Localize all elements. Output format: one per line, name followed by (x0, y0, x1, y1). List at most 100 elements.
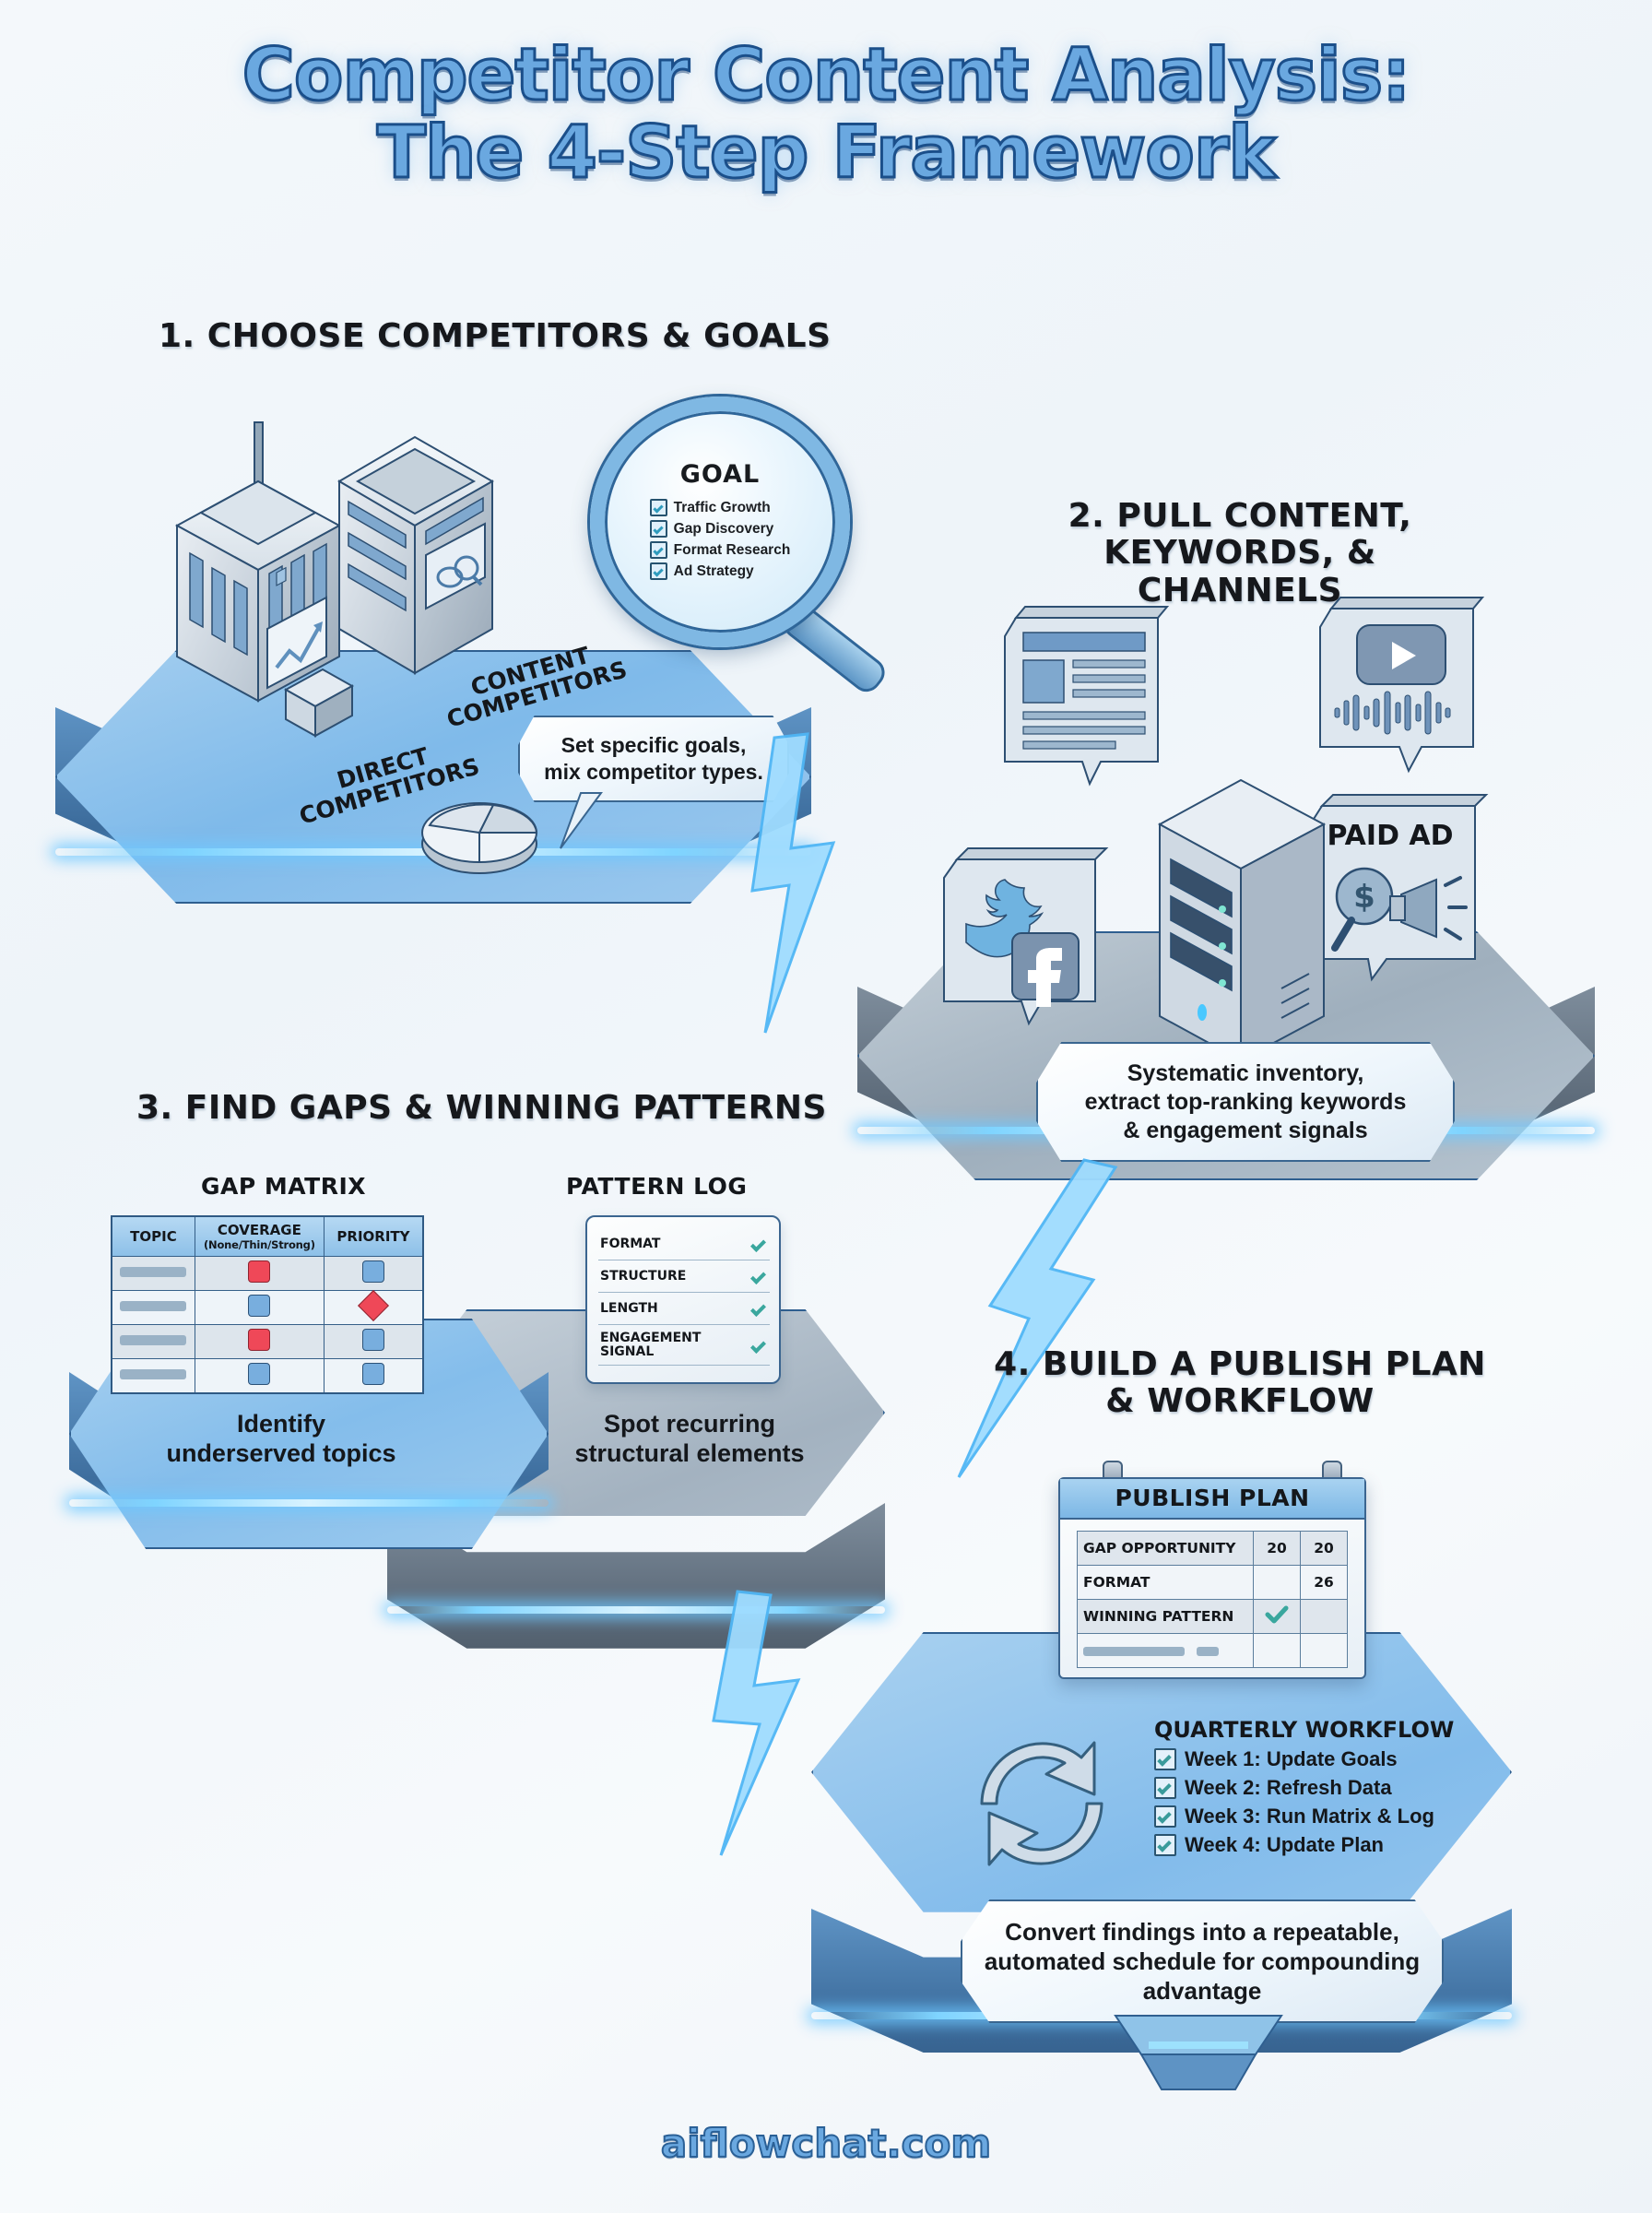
cell-topic (111, 1324, 195, 1359)
social-card-icon (943, 847, 1109, 1026)
cell-coverage (194, 1324, 324, 1359)
blue-square-icon (361, 1362, 384, 1385)
table-row: FORMAT 26 (1077, 1565, 1348, 1600)
col-header-coverage: COVERAGE (None/Thin/Strong) (194, 1215, 324, 1257)
step-3-caption-left: Identify underserved topics (166, 1410, 396, 1468)
placeholder-bar (1083, 1646, 1185, 1656)
placeholder-bar (1197, 1646, 1220, 1656)
publish-plan-title: PUBLISH PLAN (1060, 1479, 1364, 1520)
red-square-icon (248, 1328, 271, 1351)
table-row (111, 1289, 424, 1325)
blue-square-icon (248, 1362, 271, 1385)
check-icon (1154, 1834, 1176, 1856)
pattern-log-title: PATTERN LOG (566, 1173, 748, 1200)
table-row (111, 1256, 424, 1291)
cell-label: FORMAT (1077, 1565, 1254, 1600)
article-card-icon (1004, 606, 1170, 787)
check-icon (649, 541, 667, 559)
pattern-log-row: FORMAT (598, 1228, 770, 1260)
cell-priority (323, 1358, 424, 1394)
workflow-item: Week 3: Run Matrix & Log (1154, 1805, 1477, 1828)
table-row (111, 1358, 424, 1394)
cell-col2 (1300, 1599, 1348, 1634)
paid-ad-card-icon: PAID AD $ (1308, 794, 1489, 982)
step-2-heading-line-2: KEYWORDS, & CHANNELS (1103, 534, 1376, 609)
goal-item-label: Ad Strategy (673, 562, 754, 579)
table-row (1077, 1633, 1348, 1668)
check-icon (749, 1299, 768, 1318)
pattern-label: ENGAGEMENT SIGNAL (600, 1331, 702, 1359)
cell-label: GAP OPPORTUNITY (1077, 1531, 1254, 1566)
platform-3b-glow (387, 1606, 885, 1614)
callout-line-3: advantage (1142, 1977, 1262, 2006)
callout-line-1: Convert findings into a repeatable, (1005, 1917, 1399, 1946)
callout-line-2: automated schedule for compounding (984, 1947, 1421, 1975)
cell-topic (111, 1290, 195, 1325)
title-line-1: Competitor Content Analysis: (241, 34, 1412, 117)
topic-placeholder-bar (120, 1369, 187, 1379)
goal-item-label: Format Research (673, 541, 791, 558)
cell-col2: 20 (1300, 1531, 1348, 1566)
goal-item: Traffic Growth (649, 499, 791, 516)
cell-col1 (1253, 1599, 1301, 1634)
cell-label (1077, 1633, 1254, 1668)
competitor-buildings-icon (174, 421, 495, 738)
col-header-topic: TOPIC (111, 1215, 195, 1257)
svg-text:$: $ (1353, 879, 1375, 916)
workflow-item: Week 1: Update Goals (1154, 1747, 1477, 1771)
connector-bolt-1-2 (750, 732, 836, 1034)
check-icon (1154, 1805, 1176, 1828)
check-icon (749, 1267, 768, 1285)
topic-placeholder-bar (120, 1335, 187, 1345)
page-title: Competitor Content Analysis: The 4-Step … (0, 34, 1652, 195)
pattern-log-row: STRUCTURE (598, 1260, 770, 1293)
callout-line-2: extract top-ranking keywords (1084, 1088, 1407, 1115)
cell-coverage (194, 1256, 324, 1291)
publish-plan-table: GAP OPPORTUNITY 20 20 FORMAT 26 WINNING … (1077, 1531, 1348, 1668)
table-header-row: TOPIC COVERAGE (None/Thin/Strong) PRIORI… (111, 1215, 424, 1257)
red-square-icon (248, 1260, 271, 1283)
title-line-2: The 4-Step Framework (375, 112, 1277, 195)
topic-placeholder-bar (120, 1301, 187, 1311)
gap-matrix-table: TOPIC COVERAGE (None/Thin/Strong) PRIORI… (111, 1215, 424, 1394)
callout-tail-icon (560, 792, 603, 849)
cell-topic (111, 1358, 195, 1394)
step-3-caption-right: Spot recurring structural elements (574, 1410, 805, 1468)
step-2-callout: Systematic inventory, extract top-rankin… (1036, 1042, 1455, 1162)
check-icon (1265, 1605, 1289, 1624)
callout-line-1: Set specific goals, (560, 733, 747, 758)
pattern-label: FORMAT (600, 1236, 661, 1251)
pedestal-base (1114, 2015, 1283, 2090)
refresh-cycle-icon (980, 1741, 1103, 1866)
pattern-label: STRUCTURE (600, 1268, 687, 1284)
step-4-callout: Convert findings into a repeatable, auto… (961, 1899, 1444, 2023)
callout-line-1: Systematic inventory, (1127, 1059, 1364, 1086)
gap-matrix-title: GAP MATRIX (201, 1173, 367, 1200)
cell-col1 (1253, 1565, 1301, 1600)
step-4-heading: 4. BUILD A PUBLISH PLAN & WORKFLOW (991, 1345, 1489, 1421)
cell-topic (111, 1256, 195, 1291)
cell-priority (323, 1289, 424, 1325)
cell-coverage (194, 1358, 324, 1394)
cell-label: WINNING PATTERN (1077, 1599, 1254, 1634)
paid-ad-label: PAID AD (1327, 820, 1453, 852)
connector-bolt-3-4 (712, 1590, 801, 1856)
step-2-heading: 2. PULL CONTENT, KEYWORDS, & CHANNELS (996, 497, 1484, 609)
goal-title: GOAL (679, 460, 761, 489)
cell-priority (323, 1324, 424, 1359)
quarterly-workflow-list: Week 1: Update Goals Week 2: Refresh Dat… (1154, 1747, 1477, 1857)
check-icon (1154, 1748, 1176, 1770)
goal-list: Traffic Growth Gap Discovery Format Rese… (649, 495, 791, 584)
pattern-log-row: ENGAGEMENT SIGNAL (598, 1325, 770, 1367)
workflow-item-label: Week 4: Update Plan (1185, 1833, 1384, 1856)
blue-square-icon (361, 1328, 384, 1351)
check-icon (649, 499, 667, 516)
publish-plan-card: PUBLISH PLAN GAP OPPORTUNITY 20 20 FORMA… (1058, 1477, 1366, 1679)
quarterly-workflow-title: QUARTERLY WORKFLOW (1154, 1717, 1455, 1743)
pattern-log-card: FORMAT STRUCTURE LENGTH ENGAGEMENT SIGNA… (585, 1215, 781, 1385)
step-3-heading: 3. FIND GAPS & WINNING PATTERNS (136, 1089, 827, 1127)
goal-item-label: Traffic Growth (673, 499, 771, 515)
table-row (111, 1324, 424, 1359)
step-4-heading-line-1: 4. BUILD A PUBLISH PLAN (994, 1345, 1486, 1383)
